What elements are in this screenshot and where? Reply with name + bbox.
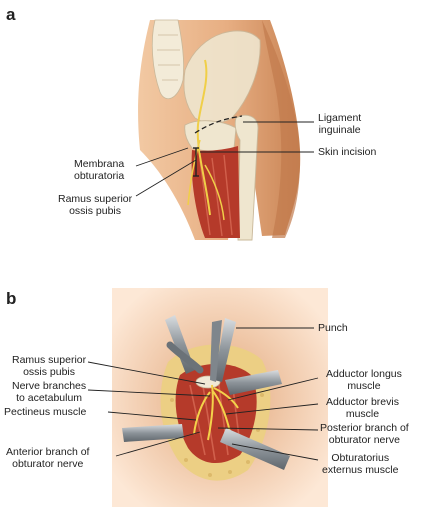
label-anterior-branch: Anterior branch of obturator nerve <box>6 446 90 470</box>
label-obturatorius-externus: Obturatorius externus muscle <box>322 452 399 476</box>
label-membrana-obturatoria: Membrana obturatoria <box>74 158 125 182</box>
retractor-right <box>225 370 282 395</box>
panel-a-illustration <box>135 19 314 241</box>
ligament-line <box>194 115 243 134</box>
retractor-bottom-right <box>220 428 290 470</box>
obturator-nerve <box>196 59 211 216</box>
label-pectineus-muscle: Pectineus muscle <box>4 406 87 418</box>
label-nerve-branches: Nerve branches to acetabulum <box>12 380 87 404</box>
label-ramus-superior-b: Ramus superior ossis pubis <box>12 354 87 378</box>
body-right-shadow <box>262 20 300 238</box>
nerve-fan <box>193 384 239 441</box>
label-adductor-brevis: Adductor brevis muscle <box>326 396 399 420</box>
retractor-left <box>122 424 184 442</box>
femur-bone <box>234 114 259 241</box>
label-skin-incision: Skin incision <box>318 146 377 158</box>
label-adductor-longus: Adductor longus muscle <box>326 368 402 392</box>
sacrum-bone <box>151 19 185 100</box>
panel-b-illustration <box>87 288 328 507</box>
label-posterior-branch: Posterior branch of obturator nerve <box>320 422 409 446</box>
label-punch: Punch <box>318 322 348 334</box>
label-ramus-superior-a: Ramus superior ossis pubis <box>58 193 133 217</box>
panel-a-letter: a <box>6 5 16 24</box>
label-ligament-inguinale: Ligament inguinale <box>318 112 362 136</box>
panel-b-letter: b <box>6 289 17 308</box>
punch-instrument <box>214 318 236 382</box>
